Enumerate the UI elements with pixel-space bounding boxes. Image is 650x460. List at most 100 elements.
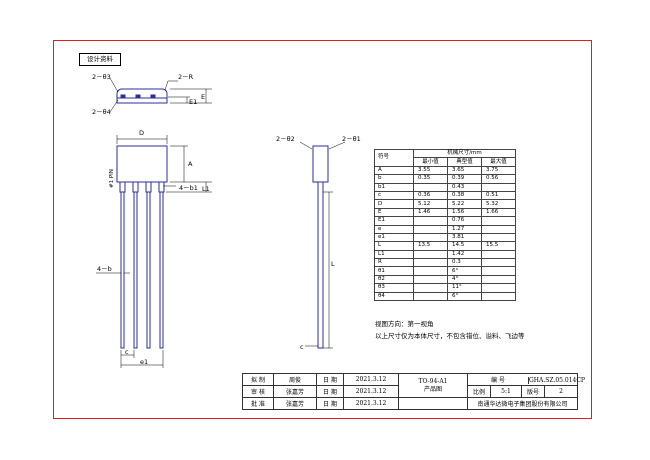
dim-max bbox=[481, 216, 516, 226]
note-dimension-scope: 以上尺寸仅为本体尺寸，不包含错位、溢料、飞边等 bbox=[375, 332, 525, 340]
design-data-tag: 设计资料 bbox=[79, 53, 121, 66]
tb-number-label: 编 号 bbox=[491, 377, 505, 384]
label-e1-bottom: e1 bbox=[140, 358, 148, 366]
dimension-row: θ3 11° bbox=[374, 283, 516, 293]
tb-date-label-1: 日 期 bbox=[316, 373, 344, 386]
dim-min bbox=[413, 224, 448, 234]
dim-max bbox=[481, 283, 516, 293]
dim-max: 3.75 bbox=[481, 165, 516, 176]
label-pin1: #1 PIN bbox=[109, 169, 115, 188]
label-e-top: E bbox=[201, 93, 205, 101]
drawing-notes: 视图方向：第一视角 以上尺寸仅为本体尺寸，不包含错位、溢料、飞边等 bbox=[375, 318, 525, 342]
dim-typ: 0.38 bbox=[447, 190, 482, 201]
dim-typ: 14.5 bbox=[447, 241, 482, 251]
note-view-direction: 视图方向：第一视角 bbox=[375, 320, 434, 328]
dim-min bbox=[413, 258, 448, 268]
dim-symbol: θ2 bbox=[374, 274, 414, 285]
dim-typ: 5.22 bbox=[447, 199, 482, 209]
front-leads bbox=[119, 181, 165, 349]
dim-min: 13.5 bbox=[413, 241, 448, 251]
tb-date-2: 2021.3.12 bbox=[343, 385, 399, 398]
label-d: D bbox=[139, 129, 144, 137]
label-2-r: 2－R bbox=[178, 73, 194, 81]
head-min: 最小值 bbox=[413, 157, 448, 167]
dim-symbol: L bbox=[374, 241, 414, 251]
dim-symbol: θ4 bbox=[374, 291, 414, 302]
dim-max bbox=[481, 274, 516, 285]
dim-max bbox=[481, 224, 516, 234]
label-a: A bbox=[188, 160, 193, 168]
top-pin-dot-3 bbox=[150, 94, 156, 99]
head-max: 最大值 bbox=[481, 157, 516, 167]
dim-max bbox=[481, 182, 516, 192]
dim-max bbox=[481, 249, 516, 260]
tb-date-label-2: 日 期 bbox=[316, 385, 344, 398]
dim-min bbox=[413, 182, 448, 192]
tb-product-drawing: 产品图 bbox=[423, 385, 442, 393]
label-c-side: c bbox=[300, 343, 304, 351]
dimension-row: L1 1.42 bbox=[374, 249, 516, 260]
dim-min: 0.36 bbox=[413, 190, 448, 201]
dim-typ: 1.42 bbox=[447, 249, 482, 260]
tb-name-review: 张嘉芳 bbox=[273, 385, 317, 398]
top-view-dimensions bbox=[109, 77, 212, 113]
dim-symbol: θ1 bbox=[374, 266, 414, 276]
dim-max: 1.66 bbox=[481, 207, 516, 218]
dim-min bbox=[413, 283, 448, 293]
dim-min: 3.55 bbox=[413, 165, 448, 176]
dim-symbol: c bbox=[374, 190, 414, 201]
dim-symbol: e1 bbox=[374, 232, 414, 243]
dim-max bbox=[481, 291, 516, 302]
dim-symbol: R bbox=[374, 258, 414, 268]
label-e1-top: E1 bbox=[189, 98, 197, 106]
dim-typ: 3.81 bbox=[447, 232, 482, 243]
tb-scale-value: 5:1 bbox=[490, 385, 522, 398]
dim-min bbox=[413, 291, 448, 302]
drawing-frame bbox=[53, 40, 592, 419]
top-pin-dot-1 bbox=[120, 94, 126, 99]
dim-max bbox=[481, 232, 516, 243]
tb-name-approve: 张嘉芳 bbox=[273, 397, 317, 410]
dim-symbol: θ3 bbox=[374, 283, 414, 293]
dim-min bbox=[413, 249, 448, 260]
tb-date-label-3: 日 期 bbox=[316, 397, 344, 410]
label-2-theta3: 2－θ3 bbox=[92, 73, 111, 81]
tb-role-review: 审 核 bbox=[242, 385, 274, 398]
dim-typ: 1.56 bbox=[447, 207, 482, 218]
dim-min: 5.12 bbox=[413, 199, 448, 209]
label-2-theta2: 2－θ2 bbox=[276, 135, 295, 143]
label-l-side: L bbox=[331, 260, 335, 268]
dim-min bbox=[413, 274, 448, 285]
tb-page-label: 版号 bbox=[521, 385, 545, 398]
dimension-row: e1 3.81 bbox=[374, 232, 516, 243]
dim-typ: 1.27 bbox=[447, 224, 482, 234]
dim-min: 1.46 bbox=[413, 207, 448, 218]
dim-symbol: L1 bbox=[374, 249, 414, 260]
dim-typ: 0.39 bbox=[447, 174, 482, 184]
head-typ: 典型值 bbox=[447, 157, 482, 167]
head-mechanical-dims: 机械尺寸/mm bbox=[413, 148, 516, 159]
top-pin-dot-2 bbox=[135, 94, 141, 99]
tb-date-3: 2021.3.12 bbox=[343, 397, 399, 410]
label-c-front: c bbox=[125, 348, 129, 356]
dim-typ: 11° bbox=[447, 283, 482, 293]
top-view bbox=[116, 88, 168, 104]
dim-max bbox=[481, 258, 516, 268]
label-2-theta1: 2－θ1 bbox=[342, 135, 361, 143]
dim-typ: 3.65 bbox=[447, 165, 482, 176]
tb-scale-label: 比例 bbox=[467, 385, 491, 398]
